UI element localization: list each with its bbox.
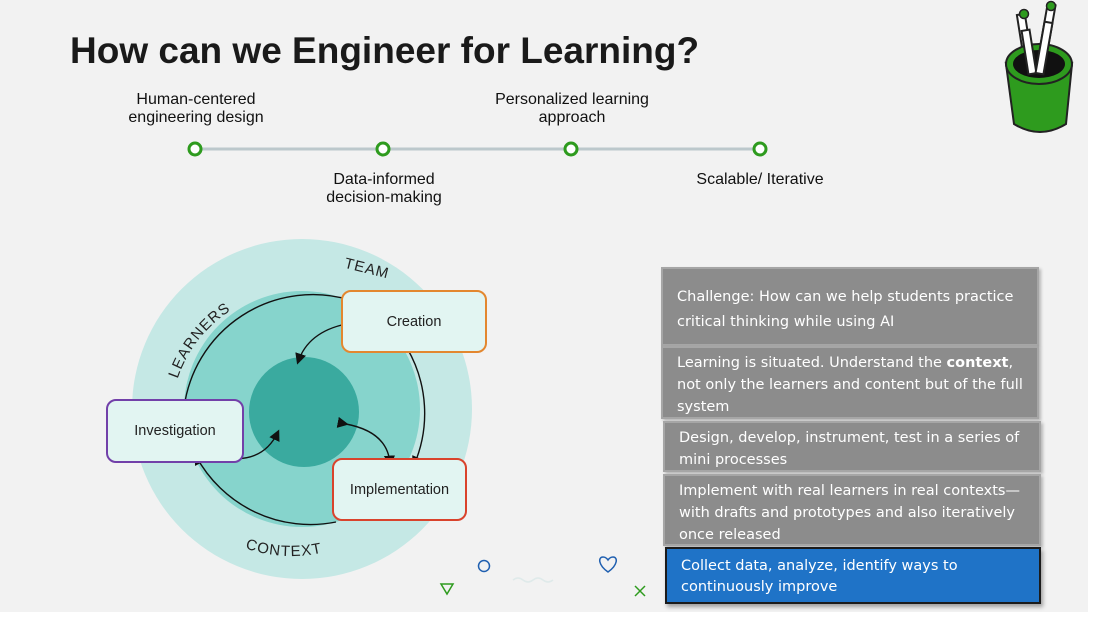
timeline-node [375,141,391,157]
page-title: How can we Engineer for Learning? [70,30,700,71]
circle-icon [477,559,491,573]
step-design-develop: Design, develop, instrument, test in a s… [663,421,1041,472]
wave-icon [512,577,554,583]
timeline-label-scalable: Scalable/ Iterative [696,171,824,188]
pencil-cup-icon [1004,0,1074,133]
page-edge-bottom [0,612,1096,619]
step-collect-data: Collect data, analyze, identify ways to … [665,547,1041,604]
context-emphasis: context [946,355,1009,371]
timeline [187,141,768,157]
x-mark-icon [634,585,646,597]
step-challenge: Challenge: How can we help students prac… [661,267,1039,346]
stage-creation-label: Creation [386,313,442,330]
page-edge-right [1088,0,1096,619]
step-implement: Implement with real learners in real con… [663,474,1041,546]
timeline-label-human-centered: Human-centered engineering design [128,91,264,126]
timeline-node [563,141,579,157]
core-circle [249,357,359,467]
stage-creation: Creation [341,290,487,353]
timeline-label-data-informed: Data-informed decision-making [326,171,442,206]
stage-implementation: Implementation [332,458,467,521]
decorative-shapes [439,556,646,597]
heart-icon [598,556,618,573]
timeline-label-personalized: Personalized learning approach [495,91,649,126]
timeline-node [752,141,768,157]
stage-implementation-label: Implementation [349,481,450,498]
stage-investigation-label: Investigation [134,423,216,439]
stage-investigation: Investigation [106,399,244,463]
step-learning-situated: Learning is situated. Understand the con… [661,346,1039,419]
timeline-node [187,141,203,157]
triangle-icon [439,583,455,596]
